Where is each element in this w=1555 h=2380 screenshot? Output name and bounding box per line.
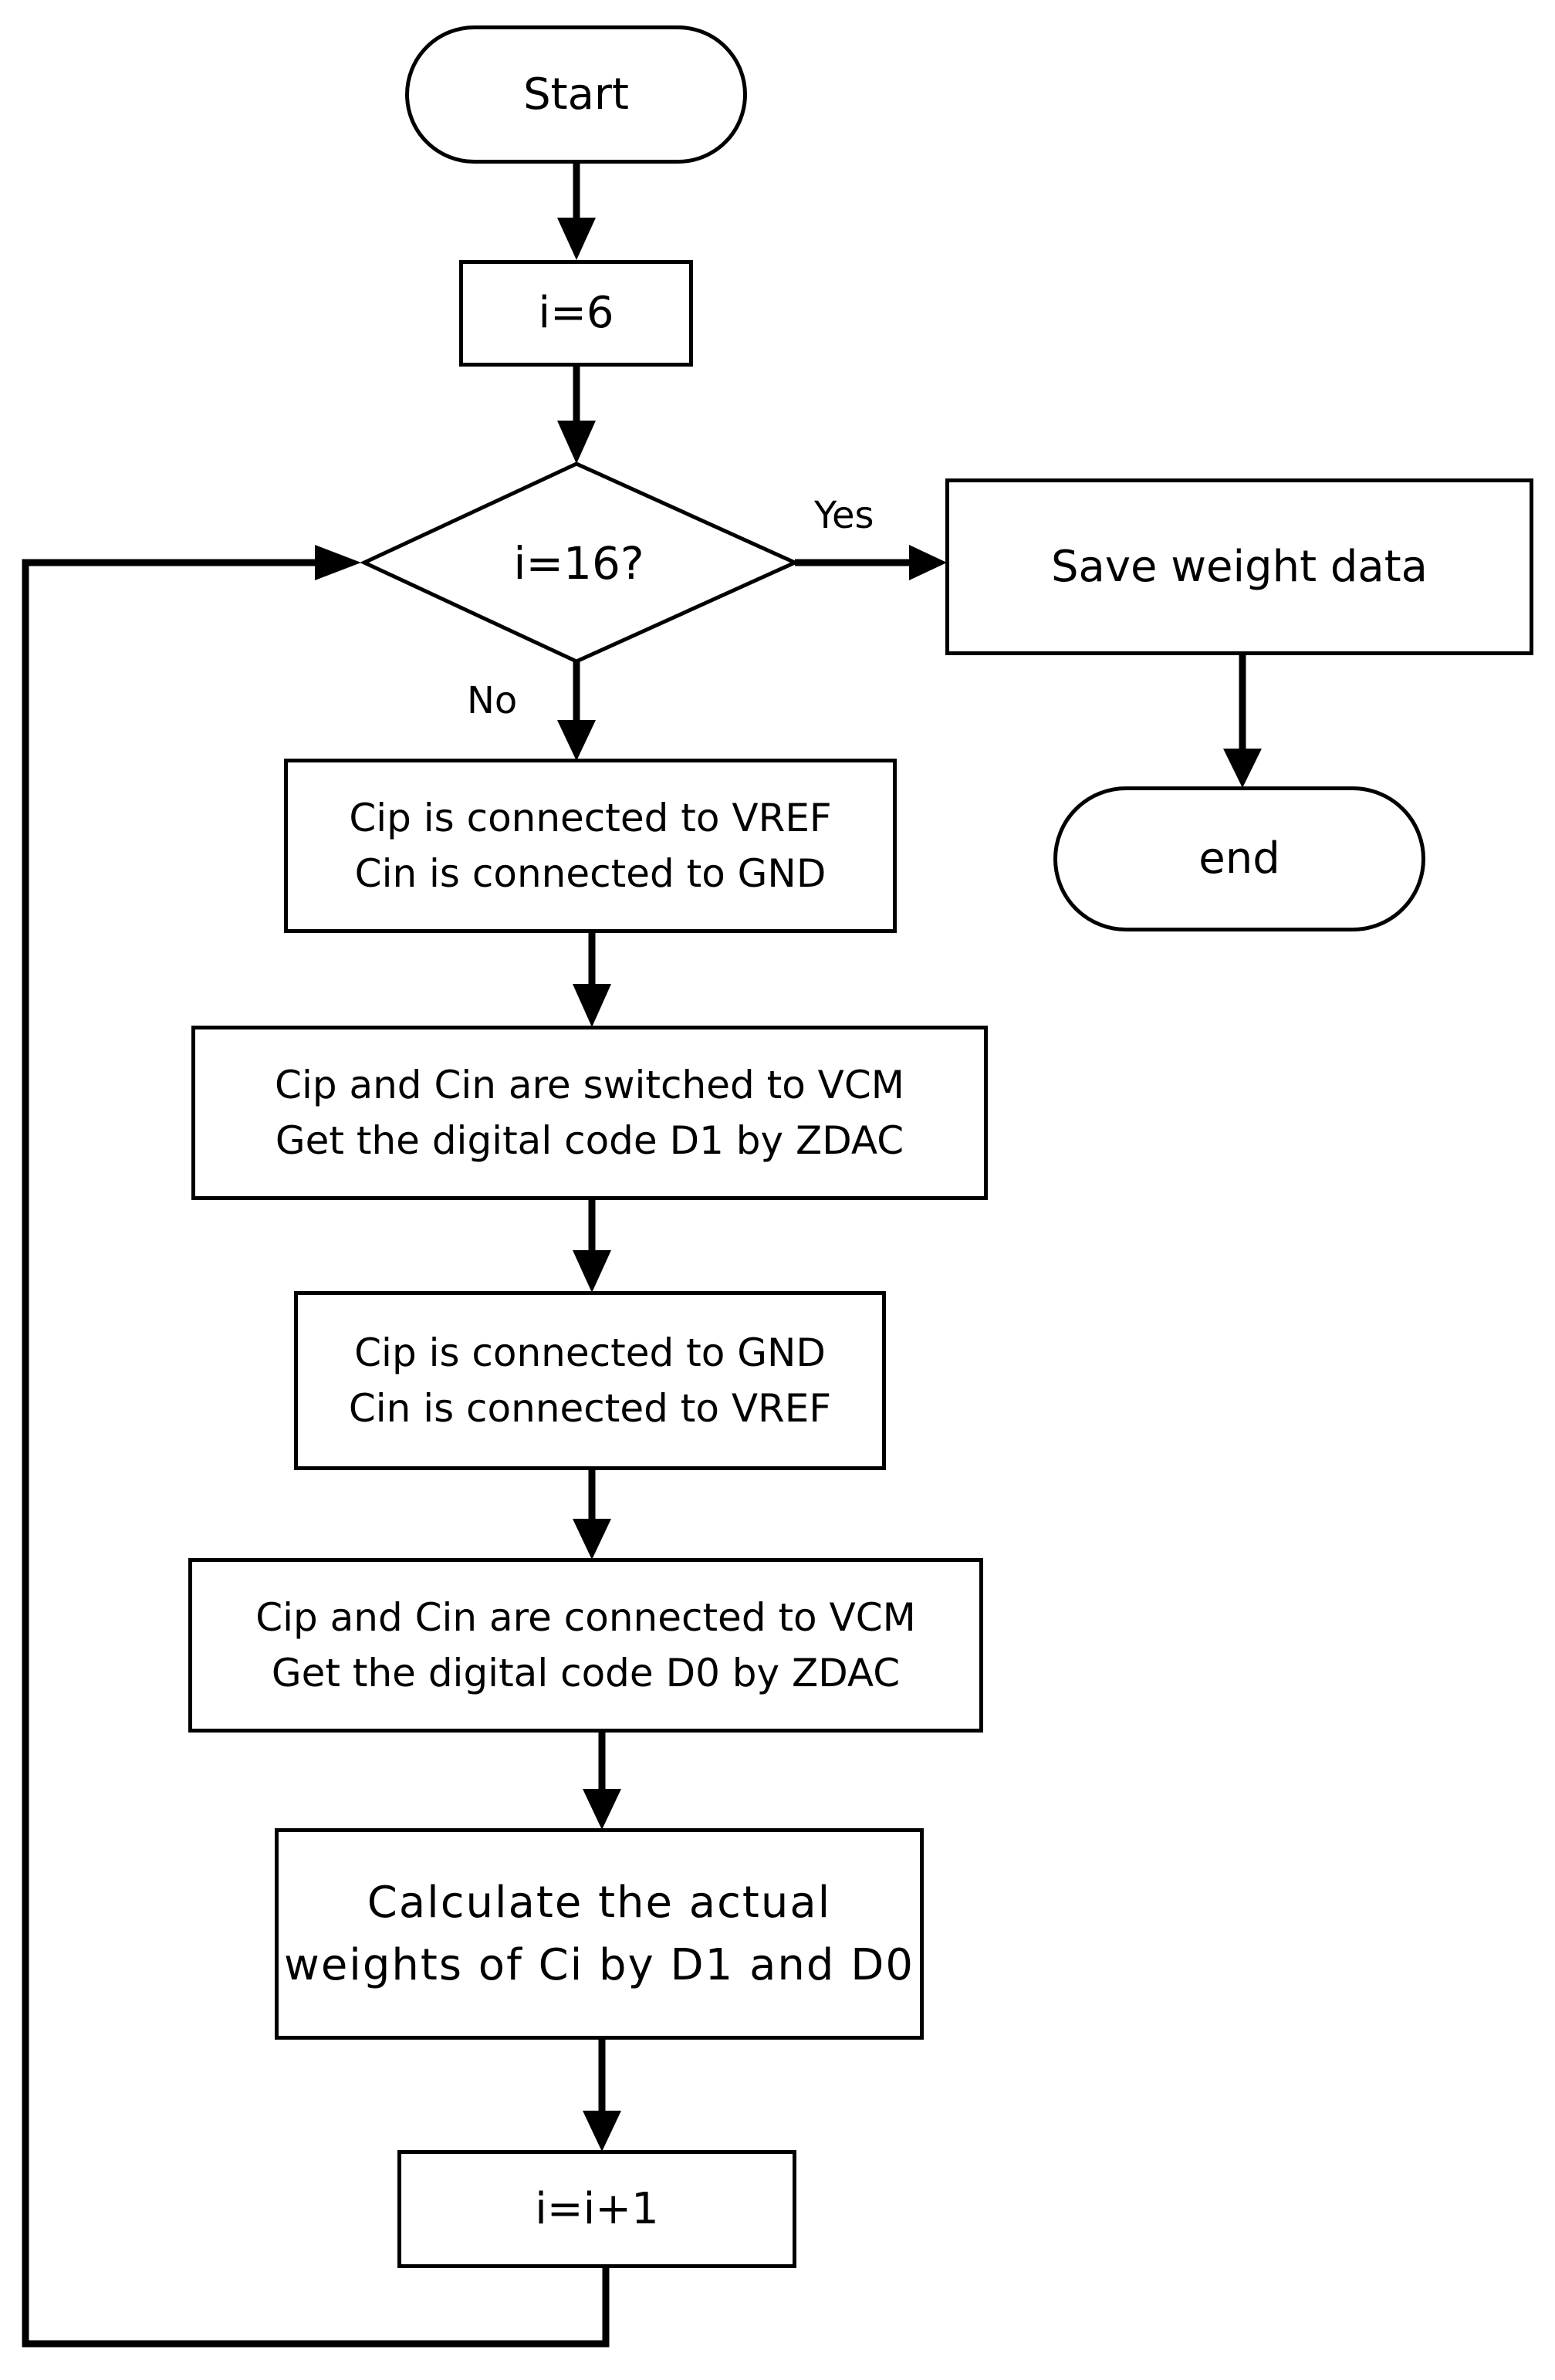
step2-line2: Get the digital code D1 by ZDAC <box>275 1118 904 1163</box>
step1-line1: Cip is connected to VREF <box>349 795 832 840</box>
end-label: end <box>1198 833 1280 884</box>
step-calculate-weights: Calculate the actual weights of Ci by D1… <box>275 1828 924 2040</box>
loop-back-line <box>22 559 610 2348</box>
arrowhead <box>573 1250 611 1293</box>
arrowhead <box>573 984 611 1027</box>
save-weight-node: Save weight data <box>945 478 1533 655</box>
increment-node: i=i+1 <box>397 2150 796 2268</box>
start-label: Start <box>523 69 629 120</box>
arrowhead <box>557 720 596 761</box>
arrowhead <box>557 421 596 464</box>
arrowhead <box>583 2111 621 2152</box>
arrowhead <box>315 545 361 580</box>
step-connect-vref-gnd: Cip is connected to VREF Cin is connecte… <box>284 759 897 933</box>
end-node: end <box>1053 786 1425 931</box>
step3-line1: Cip is connected to GND <box>354 1330 826 1375</box>
step-switch-vcm-d1: Cip and Cin are switched to VCM Get the … <box>191 1026 988 1200</box>
step4-line2: Get the digital code D0 by ZDAC <box>271 1651 901 1695</box>
decision-label: i=16? <box>513 537 644 590</box>
init-node: i=6 <box>459 260 693 367</box>
step-connect-gnd-vref: Cip is connected to GND Cin is connected… <box>294 1291 886 1470</box>
arrowhead <box>573 1519 611 1560</box>
step2-line1: Cip and Cin are switched to VCM <box>275 1062 904 1107</box>
step-connect-vcm-d0: Cip and Cin are connected to VCM Get the… <box>188 1558 983 1733</box>
init-label: i=6 <box>538 288 614 339</box>
start-node: Start <box>405 25 747 164</box>
step1-line2: Cin is connected to GND <box>354 851 827 896</box>
step5-line1: Calculate the actual <box>367 1877 832 1928</box>
no-label: No <box>467 679 518 722</box>
step3-line2: Cin is connected to VREF <box>348 1386 832 1431</box>
arrowhead <box>557 218 596 260</box>
arrowhead <box>909 545 947 580</box>
step5-line2: weights of Ci by D1 and D0 <box>284 1940 914 1990</box>
save-weight-label: Save weight data <box>1050 541 1428 592</box>
arrowhead <box>1223 749 1262 788</box>
yes-label: Yes <box>814 494 874 537</box>
step4-line1: Cip and Cin are connected to VCM <box>255 1594 916 1640</box>
increment-label: i=i+1 <box>535 2183 659 2234</box>
arrowhead <box>583 1789 621 1830</box>
